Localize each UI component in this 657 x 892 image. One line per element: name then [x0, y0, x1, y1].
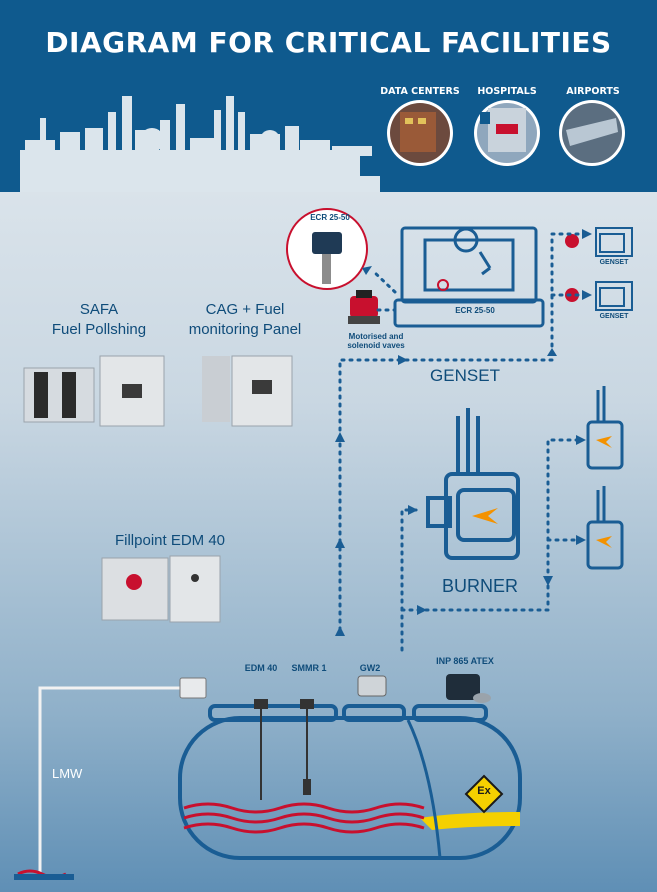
flow-arrows [335, 229, 592, 636]
ecr-plate-label: ECR 25-50 [455, 306, 495, 315]
small-burner-1 [586, 386, 624, 470]
cag-label-line1: CAG + Fuel [205, 301, 285, 318]
inp865-cable [473, 693, 491, 703]
fuel-stripe [420, 812, 520, 830]
page-title: DIAGRAM FOR CRITICAL FACILITIES [45, 26, 612, 59]
sensor-label-edm40: EDM 40 [244, 663, 278, 673]
lmw-base [14, 874, 74, 880]
small-flame-2 [596, 536, 612, 548]
fuel-waves [183, 802, 425, 834]
city-skyline [20, 96, 380, 192]
atex-symbol: Ex [477, 785, 491, 797]
lmw-box [179, 677, 207, 699]
tank-divider [406, 719, 442, 859]
edm40-probe [254, 699, 268, 800]
genset-sensor-dot [437, 279, 449, 291]
cag-label-line2: monitoring Panel [188, 321, 302, 338]
sensor-label-gw2: GW2 [359, 663, 381, 673]
storage-tank [178, 704, 522, 860]
facility-label-hospitals: HOSPITALS [477, 86, 537, 97]
sensor-label-inp865: INP 865 ATEX [436, 656, 494, 666]
fillpoint-label: Fillpoint EDM 40 [114, 532, 226, 549]
genset-machine [393, 226, 545, 328]
safa-label-line2: Fuel Pollshing [51, 321, 147, 338]
lmw-pipe [38, 686, 182, 874]
cag-label: CAG + Fuel monitoring Panel [180, 300, 310, 340]
smmr1-probe [300, 699, 314, 795]
burner-flame [472, 508, 498, 524]
atex-sign [464, 774, 504, 814]
facility-photos [387, 100, 625, 166]
burner-unit [426, 408, 520, 560]
lmw-label: LMW [52, 766, 83, 781]
small-flame-1 [596, 436, 612, 448]
safa-label: SAFA Fuel Pollshing [34, 300, 164, 340]
safa-panel [23, 355, 165, 427]
fillpoint-panel [101, 555, 221, 623]
small-valve-1 [565, 234, 579, 248]
genset-title: GENSET [430, 366, 500, 385]
facility-label-data-centers: DATA CENTERS [380, 86, 460, 97]
solenoid-valves [348, 290, 380, 324]
ecr-callout-label: ECR 25-50 [310, 213, 350, 222]
small-genset-2-label: GENSET [599, 313, 629, 320]
burner-title: BURNER [441, 576, 518, 596]
facility-label-airports: AIRPORTS [566, 86, 620, 97]
small-genset-2 [595, 281, 633, 311]
cag-panel [202, 355, 293, 427]
small-genset-1 [595, 227, 633, 257]
inp865-box [446, 674, 480, 700]
sensor-label-smmr1: SMMR 1 [291, 663, 327, 673]
small-burner-2 [586, 486, 624, 570]
safa-label-line1: SAFA [79, 301, 119, 318]
small-valve-2 [565, 288, 579, 302]
gw2-box [357, 675, 387, 697]
valves-label-line2: solenoid vaves [347, 341, 405, 350]
ecr-callout [286, 208, 368, 290]
valves-label: Motorised and solenoid vaves [336, 332, 416, 350]
valves-label-line1: Motorised and [348, 332, 404, 341]
small-genset-1-label: GENSET [599, 259, 629, 266]
